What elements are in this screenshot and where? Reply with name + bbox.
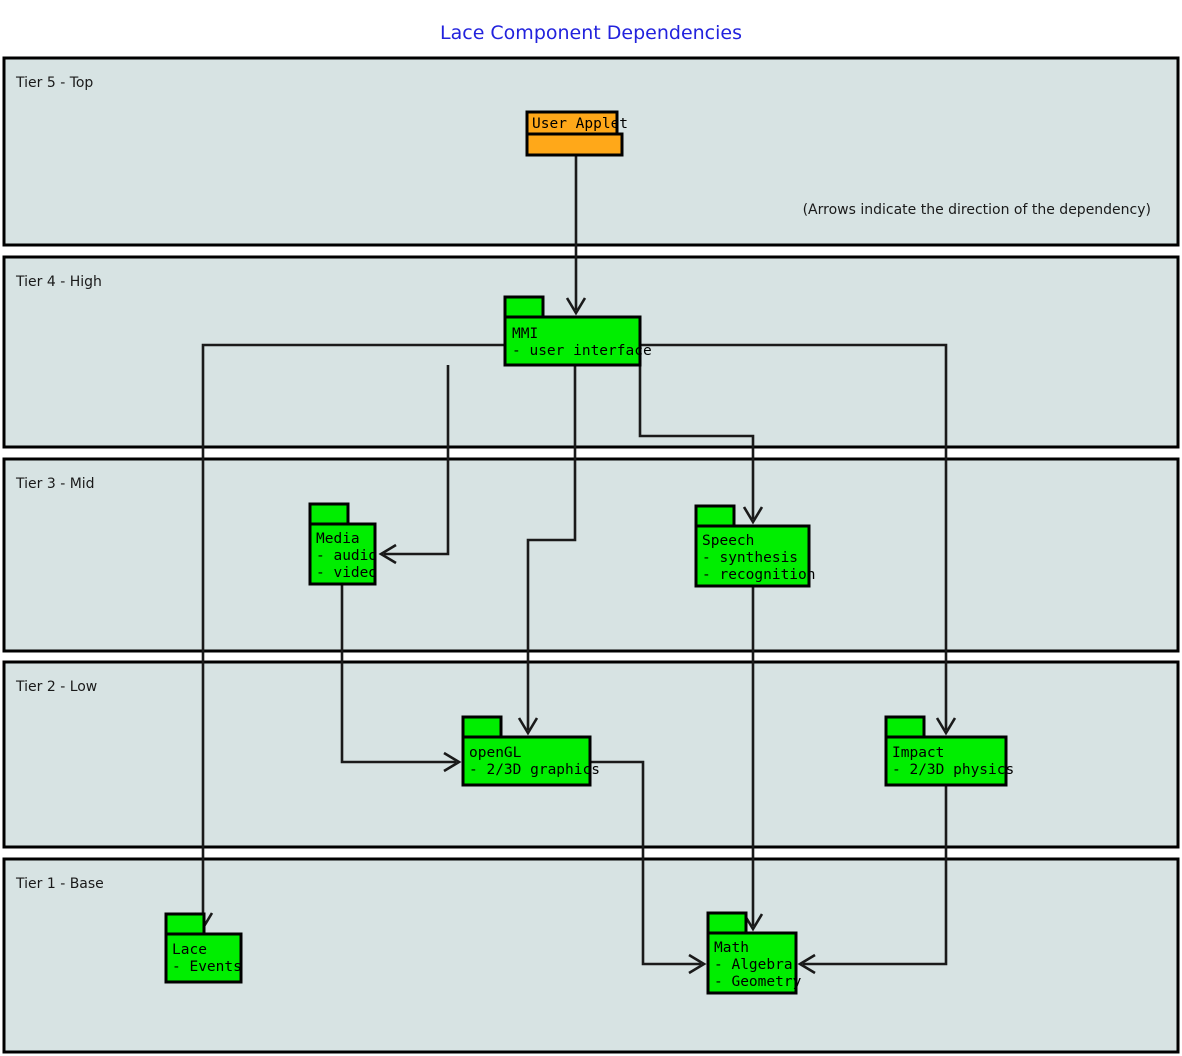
connector-user-applet-to-mmi (565, 155, 587, 316)
package-tab-icon (694, 504, 736, 528)
component-math[interactable]: Math- Algebra- Geometry (706, 911, 802, 995)
component-name: Impact (892, 745, 944, 761)
component-detail: - recognition (702, 567, 816, 583)
component-detail: - Algebra (714, 957, 793, 973)
legend-note: (Arrows indicate the direction of the de… (803, 202, 1151, 218)
package-body[interactable] (884, 735, 1008, 787)
component-name: openGL (469, 745, 522, 761)
connector-line (340, 584, 456, 764)
tier-label-tier2: Tier 2 - Low (15, 679, 97, 695)
component-detail: - video (316, 565, 377, 581)
package-body[interactable] (525, 132, 624, 157)
package-tab-icon (503, 295, 545, 319)
arrow-head (443, 751, 462, 773)
arrow-head (517, 717, 539, 736)
arrow-head (378, 543, 397, 565)
connector-mmi-to-opengl (517, 365, 577, 736)
connector-line (640, 343, 948, 730)
component-name: User Applet (532, 116, 628, 132)
package-tab-icon (308, 502, 350, 526)
component-detail: - Geometry (714, 974, 802, 990)
arrow-head (688, 953, 707, 975)
connector-line (384, 365, 450, 556)
tier-band-tier3: Tier 3 - Mid (2, 457, 1180, 653)
arrow-head (565, 297, 587, 316)
component-detail: - Events (172, 959, 242, 975)
connector-line (201, 343, 640, 925)
component-opengl[interactable]: openGL- 2/3D graphics (461, 715, 600, 787)
package-tab-icon (164, 912, 206, 936)
component-detail: - 2/3D physics (892, 762, 1014, 778)
component-user-applet[interactable]: User Applet (525, 110, 628, 157)
component-name: Lace (172, 942, 207, 958)
component-mmi[interactable]: MMI- user interface (503, 295, 652, 367)
component-detail: - 2/3D graphics (469, 762, 600, 778)
tier-label-tier1: Tier 1 - Base (15, 876, 104, 892)
connections-group (192, 155, 957, 975)
tier-label-tier3: Tier 3 - Mid (15, 476, 95, 492)
connector-mmi-to-media (378, 365, 450, 565)
component-detail: - audio (316, 548, 377, 564)
connector-opengl-to-math (590, 760, 707, 975)
component-lace[interactable]: Lace- Events (164, 912, 243, 984)
package-body[interactable] (164, 932, 243, 984)
component-name: MMI (512, 326, 538, 342)
arrow-head (797, 953, 816, 975)
package-body[interactable] (308, 522, 377, 586)
package-body[interactable] (461, 735, 592, 787)
arrow-head (935, 717, 957, 736)
component-speech[interactable]: Speech- synthesis- recognition (694, 504, 816, 588)
connector-line (526, 365, 577, 730)
connector-mmi-to-speech (638, 345, 764, 525)
tier-label-tier4: Tier 4 - High (15, 274, 102, 290)
tier-rect (2, 255, 1180, 449)
tier-band-tier4: Tier 4 - High (2, 255, 1180, 449)
package-tab-icon (706, 911, 748, 935)
connector-media-to-opengl (340, 584, 462, 773)
connector-impact-to-math (797, 785, 948, 975)
connector-line (638, 345, 755, 519)
connector-mmi-to-impact (640, 343, 957, 736)
component-detail: - user interface (512, 343, 652, 359)
tier-label-tier5: Tier 5 - Top (15, 75, 93, 91)
component-name: Math (714, 940, 749, 956)
arrow-head (742, 506, 764, 525)
tier-rect (2, 457, 1180, 653)
package-body[interactable] (706, 931, 798, 995)
component-name: Speech (702, 533, 754, 549)
component-name: Media (316, 531, 360, 547)
component-impact[interactable]: Impact- 2/3D physics (884, 715, 1014, 787)
connector-line (590, 760, 701, 966)
component-detail: - synthesis (702, 550, 798, 566)
package-body[interactable] (503, 315, 642, 367)
package-tab-icon (884, 715, 926, 739)
component-media[interactable]: Media- audio- video (308, 502, 377, 586)
connector-line (803, 785, 948, 966)
legend-group: (Arrows indicate the direction of the de… (803, 202, 1151, 218)
package-tab-icon (461, 715, 503, 739)
page-title: Lace Component Dependencies (440, 22, 742, 44)
package-body[interactable] (694, 524, 811, 588)
